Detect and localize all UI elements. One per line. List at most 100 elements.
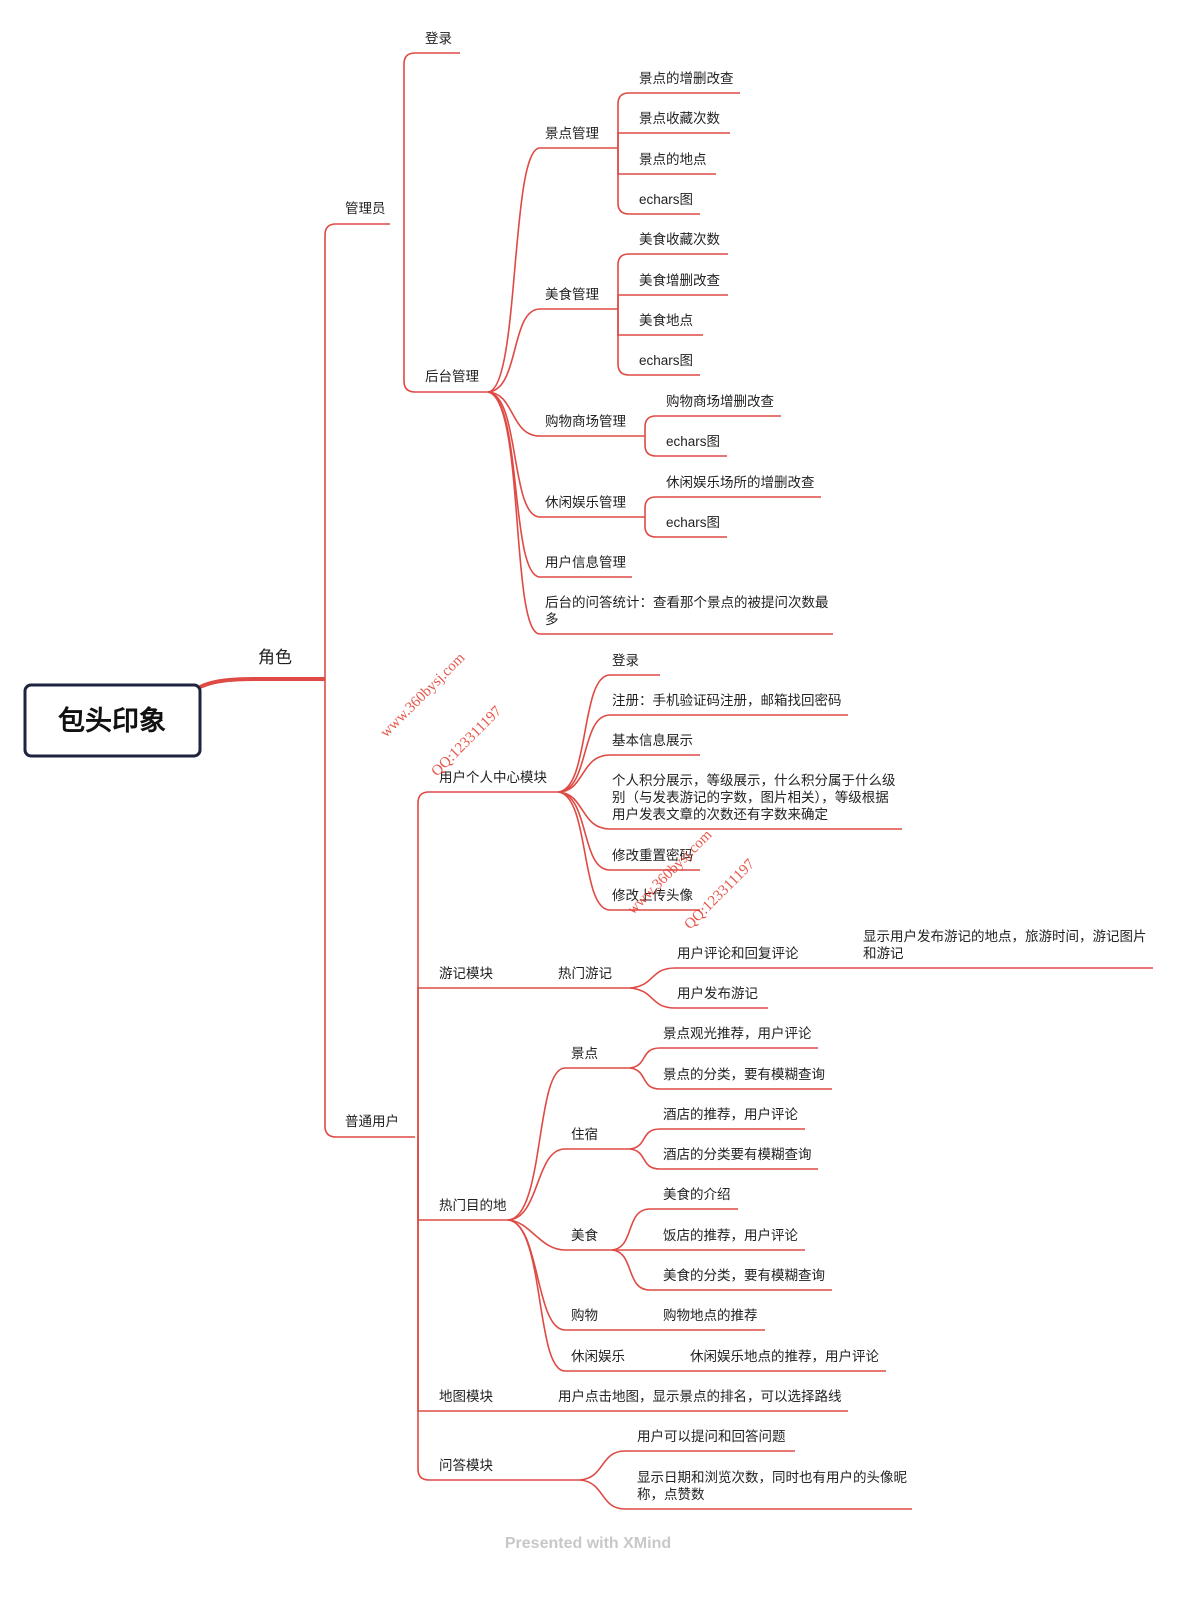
dest-food-item-category[interactable]: 美食的分类，要有模糊查询: [663, 1267, 825, 1283]
dest-food[interactable]: 美食: [571, 1227, 599, 1243]
root-node[interactable]: [23, 683, 202, 758]
edge-mall-item-1: [644, 436, 727, 457]
food-item-favcount[interactable]: 美食收藏次数: [639, 231, 720, 247]
node-backend[interactable]: 后台管理: [425, 369, 479, 384]
node-hot-dest[interactable]: 热门目的地: [439, 1198, 507, 1213]
edge-backend-scenic: [487, 147, 618, 393]
dest-leisure-item[interactable]: 休闲娱乐地点的推荐，用户评论: [690, 1348, 879, 1364]
center-item-points-line1[interactable]: 个人积分展示，等级展示，什么积分属于什么级: [612, 772, 896, 788]
dest-stay-item-recommend[interactable]: 酒店的推荐，用户评论: [663, 1106, 798, 1122]
edge-backend-leisure: [487, 391, 645, 518]
edge-backend-mall: [487, 391, 645, 437]
node-user-center[interactable]: 用户个人中心模块: [439, 769, 547, 785]
edge-scenic-item-0: [617, 92, 740, 148]
center-item-register[interactable]: 注册：手机验证码注册，邮箱找回密码: [612, 692, 842, 708]
dest-scenic[interactable]: 景点: [571, 1046, 598, 1061]
edge-backend-food: [487, 308, 618, 393]
center-item-password[interactable]: 修改重置密码: [612, 847, 693, 863]
edge-center-info: [557, 754, 700, 793]
qa-item-show-line1[interactable]: 显示日期和浏览次数，同时也有用户的头像昵: [637, 1469, 907, 1485]
node-scenic-mgmt[interactable]: 景点管理: [545, 126, 599, 141]
edge-center-avatar: [557, 791, 700, 911]
edge-user-qa: [417, 1137, 580, 1481]
mall-item-echarts[interactable]: echars图: [666, 434, 720, 449]
node-leisure-mgmt[interactable]: 休闲娱乐管理: [545, 495, 626, 510]
food-item-echarts[interactable]: echars图: [639, 353, 693, 368]
dest-food-item-intro[interactable]: 美食的介绍: [663, 1186, 731, 1202]
watermark-qq-1: QQ:123311197: [429, 703, 506, 780]
edge-leisure-item-1: [644, 517, 727, 538]
scenic-item-echarts[interactable]: echars图: [639, 192, 693, 207]
travel-item-publish[interactable]: 用户发布游记: [677, 985, 758, 1001]
node-user[interactable]: 普通用户: [345, 1113, 399, 1129]
edge-roles-admin: [324, 223, 390, 679]
watermark-qq-2: QQ:123311197: [682, 856, 759, 933]
edge-hot-publish: [629, 987, 768, 1009]
edge-dest-stay-0: [629, 1128, 805, 1150]
node-map[interactable]: 地图模块: [439, 1389, 493, 1404]
scenic-item-location[interactable]: 景点的地点: [639, 152, 707, 167]
center-item-avatar[interactable]: 修改上传头像: [612, 888, 693, 903]
edge-center-register: [557, 714, 848, 793]
center-item-login[interactable]: 登录: [612, 653, 639, 668]
edge-leisure-item-0: [644, 496, 821, 517]
dest-food-item-restaurant[interactable]: 饭店的推荐，用户评论: [663, 1227, 798, 1243]
node-food-mgmt[interactable]: 美食管理: [545, 286, 599, 302]
edge-dest-scenic-0: [629, 1047, 818, 1069]
edge-center-login: [557, 674, 660, 793]
node-admin-login[interactable]: 登录: [425, 31, 452, 46]
root-title: 包头印象: [58, 705, 166, 736]
scenic-item-crud[interactable]: 景点的增删改查: [639, 71, 734, 86]
node-qa-stats-line2: 多: [545, 611, 559, 627]
dest-scenic-item-category[interactable]: 景点的分类，要有模糊查询: [663, 1067, 825, 1082]
leisure-item-crud[interactable]: 休闲娱乐场所的增删改查: [666, 475, 815, 490]
edge-scenic-item-3: [617, 148, 700, 215]
edge-admin-backend: [403, 224, 488, 393]
edge-user-center: [417, 791, 558, 1137]
leisure-item-echarts[interactable]: echars图: [666, 515, 720, 530]
travel-comment-detail-line2: 和游记: [863, 946, 904, 961]
edge-backend-qastats: [487, 391, 833, 635]
edge-dest-scenic-1: [629, 1067, 832, 1090]
center-item-info[interactable]: 基本信息展示: [612, 732, 693, 748]
edge-admin-login: [403, 52, 460, 224]
edge-dest-stay: [507, 1148, 630, 1221]
qa-item-ask[interactable]: 用户可以提问和回答问题: [637, 1428, 786, 1444]
food-item-crud[interactable]: 美食增删改查: [639, 272, 720, 288]
dest-stay[interactable]: 住宿: [571, 1126, 598, 1142]
dest-stay-item-category[interactable]: 酒店的分类要有模糊查询: [663, 1147, 812, 1162]
center-item-points-line2: 别（与发表游记的字数，图片相关），等级根据: [612, 789, 889, 805]
dest-leisure[interactable]: 休闲娱乐: [571, 1349, 625, 1364]
edge-hot-comment: [629, 967, 1153, 989]
edge-dest-stay-1: [629, 1148, 818, 1170]
edge-dest-scenic: [507, 1067, 630, 1221]
center-item-points-line3: 用户发表文章的次数还有字数来确定: [612, 806, 828, 822]
edge-user-travel: [417, 987, 630, 1137]
food-item-location[interactable]: 美食地点: [639, 312, 693, 328]
node-admin[interactable]: 管理员: [345, 201, 386, 216]
node-qa-stats-line1[interactable]: 后台的问答统计：查看那个景点的被提问次数最: [545, 594, 829, 610]
mall-item-crud[interactable]: 购物商场增删改查: [666, 394, 774, 409]
node-roles[interactable]: 角色: [258, 648, 292, 667]
map-item[interactable]: 用户点击地图，显示景点的排名，可以选择路线: [558, 1388, 842, 1404]
edge-scenic-item-1: [617, 132, 730, 148]
node-travel[interactable]: 游记模块: [439, 966, 493, 981]
edge-qa-ask: [579, 1450, 795, 1481]
scenic-item-favcount[interactable]: 景点收藏次数: [639, 111, 720, 126]
edge-center-password: [557, 791, 700, 871]
footer-xmind: Presented with XMind: [505, 1535, 671, 1552]
edge-food-item-0: [617, 253, 728, 309]
node-qa[interactable]: 问答模块: [439, 1457, 493, 1473]
node-userinfo-mgmt[interactable]: 用户信息管理: [545, 554, 626, 570]
travel-item-comment[interactable]: 用户评论和回复评论: [677, 945, 799, 961]
edge-food-item-1: [617, 294, 728, 309]
edge-food-item-3: [617, 309, 700, 376]
dest-scenic-item-recommend[interactable]: 景点观光推荐，用户评论: [663, 1025, 812, 1041]
dest-shop[interactable]: 购物: [571, 1308, 598, 1323]
edge-dest-leisure: [507, 1219, 886, 1372]
node-hot-travel[interactable]: 热门游记: [558, 966, 612, 981]
node-mall-mgmt[interactable]: 购物商场管理: [545, 414, 626, 429]
dest-shop-item[interactable]: 购物地点的推荐: [663, 1308, 758, 1323]
travel-comment-detail-line1[interactable]: 显示用户发布游记的地点，旅游时间，游记图片: [863, 928, 1147, 944]
